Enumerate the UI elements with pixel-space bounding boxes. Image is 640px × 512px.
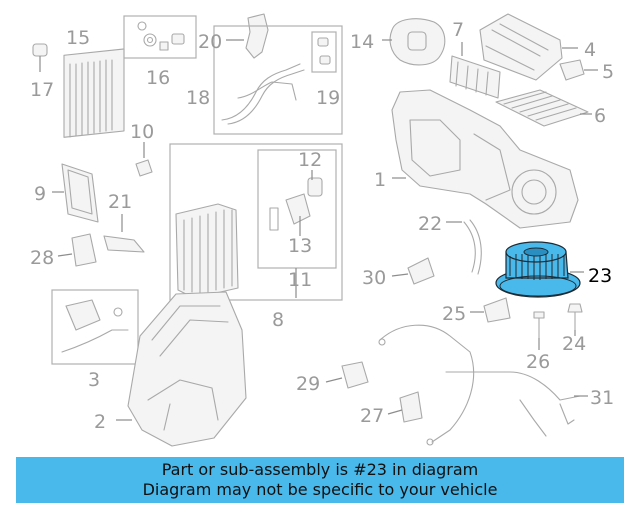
part-17-connector xyxy=(32,43,48,72)
part-18-19-group-box xyxy=(213,25,343,135)
callout-26: 26 xyxy=(526,351,550,373)
part-12-13-valve-parts xyxy=(269,177,323,231)
callout-4: 4 xyxy=(584,39,596,61)
callout-30: 30 xyxy=(362,267,386,289)
part-31-wiring-harness xyxy=(378,324,581,446)
part-28-bracket xyxy=(71,233,97,267)
part-16-group-box xyxy=(123,15,197,59)
callout-8: 8 xyxy=(272,309,284,331)
callout-7: 7 xyxy=(452,19,464,41)
part-18-hose-assembly xyxy=(221,63,305,125)
callout-20: 20 xyxy=(198,31,222,53)
callout-21: 21 xyxy=(108,191,132,213)
callout-27: 27 xyxy=(360,405,384,427)
callout-2: 2 xyxy=(94,411,106,433)
part-11-group-box xyxy=(257,149,337,269)
callout-22: 22 xyxy=(418,213,442,235)
part-9-panel xyxy=(61,163,99,223)
part-8-evaporator xyxy=(175,203,239,299)
callout-12: 12 xyxy=(298,149,322,171)
callout-3: 3 xyxy=(88,369,100,391)
leader-lines xyxy=(52,39,598,421)
callout-1: 1 xyxy=(374,169,386,191)
callout-24: 24 xyxy=(562,333,586,355)
part-22-hose xyxy=(463,219,482,275)
callout-11: 11 xyxy=(288,269,312,291)
callout-14: 14 xyxy=(350,31,374,53)
part-1-hvac-housing xyxy=(391,89,579,229)
callout-18: 18 xyxy=(186,87,210,109)
callout-19: 19 xyxy=(316,87,340,109)
part-4-duct xyxy=(479,13,563,81)
part-19-valves xyxy=(311,31,337,73)
part-30-sensor xyxy=(407,257,435,285)
part-3-linkage xyxy=(61,299,129,353)
part-21-actuator xyxy=(103,214,145,253)
part-26-screw xyxy=(533,311,545,339)
banner-line-part: Part or sub-assembly is #23 in diagram xyxy=(161,460,479,479)
part-29-module xyxy=(341,361,369,389)
part-5-bracket xyxy=(559,59,585,81)
part-10-sensor xyxy=(135,142,153,177)
banner-line-disclaimer: Diagram may not be specific to your vehi… xyxy=(142,480,498,499)
callout-6: 6 xyxy=(594,105,606,127)
info-banner: Part or sub-assembly is #23 in diagram D… xyxy=(16,457,624,503)
callout-5: 5 xyxy=(602,61,614,83)
part-23-blower-motor xyxy=(495,241,581,298)
part-20-bracket xyxy=(245,13,269,59)
callout-16: 16 xyxy=(146,67,170,89)
callout-25: 25 xyxy=(442,303,466,325)
callout-13: 13 xyxy=(288,235,312,257)
callout-10: 10 xyxy=(130,121,154,143)
part-6-cabin-filter xyxy=(495,89,589,127)
callout-29: 29 xyxy=(296,373,320,395)
part-24-screw xyxy=(567,303,583,331)
part-14-gasket xyxy=(389,18,446,66)
callout-31: 31 xyxy=(590,387,614,409)
part-2-distribution-housing xyxy=(127,291,247,447)
part-7-seal-strip xyxy=(449,55,501,99)
callout-17: 17 xyxy=(30,79,54,101)
part-3-group-box xyxy=(51,289,139,365)
part-16-clips xyxy=(137,21,185,51)
part-15-heater-core xyxy=(63,48,125,138)
callout-28: 28 xyxy=(30,247,54,269)
part-27-bracket xyxy=(399,391,423,423)
part-8-group-box xyxy=(169,143,343,301)
part-25-bracket xyxy=(483,297,511,323)
callout-9: 9 xyxy=(34,183,46,205)
callout-15: 15 xyxy=(66,27,90,49)
callout-23: 23 xyxy=(588,265,612,287)
